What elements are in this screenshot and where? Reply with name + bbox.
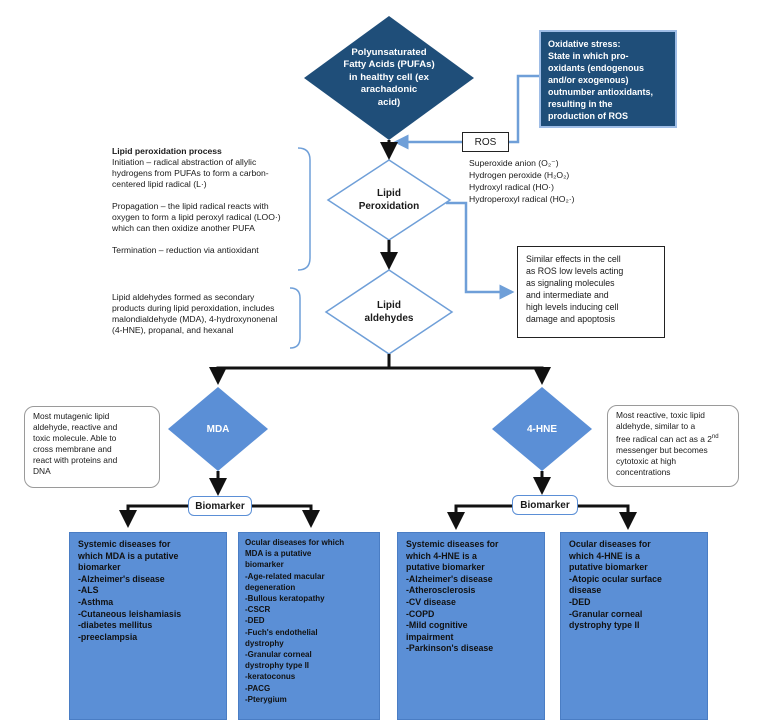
hne-biomarker-box: Biomarker (512, 495, 578, 515)
oxidative-to-ros-link (509, 74, 539, 144)
mda-biomarker-box: Biomarker (188, 496, 252, 516)
hne-label: 4-HNE (526, 423, 557, 435)
hne-systemic-diseases-box: Systemic diseases for which 4-HNE is a p… (397, 532, 545, 720)
ros-box: ROS (462, 132, 509, 152)
peroxidation-process-text: Lipid peroxidation process Initiation – … (112, 146, 281, 255)
arrow-split (209, 354, 391, 385)
mda-systemic-diseases-box: Systemic diseases for which MDA is a put… (69, 532, 227, 720)
aldehydes-note: Lipid aldehydes formed as secondary prod… (112, 292, 278, 335)
arrow-hne-biomarker-right (578, 504, 637, 530)
hne-ocular-diseases-box: Ocular diseases for which 4-HNE is a put… (560, 532, 708, 720)
mda-ocular-diseases-box: Ocular diseases for which MDA is a putat… (238, 532, 380, 720)
mda-label: MDA (206, 423, 230, 435)
ros-species-list: Superoxide anion (O₂⁻) Hydrogen peroxide… (469, 158, 575, 204)
peroxidation-to-effects-link (446, 201, 515, 300)
oxidative-stress-box: Oxidative stress: State in which pro- ox… (539, 30, 677, 128)
hne-note-box: Most reactive, toxic lipid aldehyde, sim… (607, 405, 739, 487)
arrow-hne-biomarker-left (447, 504, 512, 530)
pufa-diamond (304, 16, 474, 140)
ros-label: ROS (474, 136, 497, 148)
arrow-mda-biomarker-right (252, 504, 320, 528)
aldehydes-bracket (289, 287, 301, 349)
process-bracket (297, 147, 311, 271)
hne-diamond (492, 387, 592, 471)
arrow-split-right (389, 366, 551, 385)
mda-diamond (168, 387, 268, 471)
similar-effects-box: Similar effects in the cell as ROS low l… (517, 246, 665, 338)
arrow-mda-biomarker-left (119, 504, 188, 528)
process-title: Lipid peroxidation process (112, 146, 222, 156)
mda-note-box: Most mutagenic lipid aldehyde, reactive … (24, 406, 160, 488)
